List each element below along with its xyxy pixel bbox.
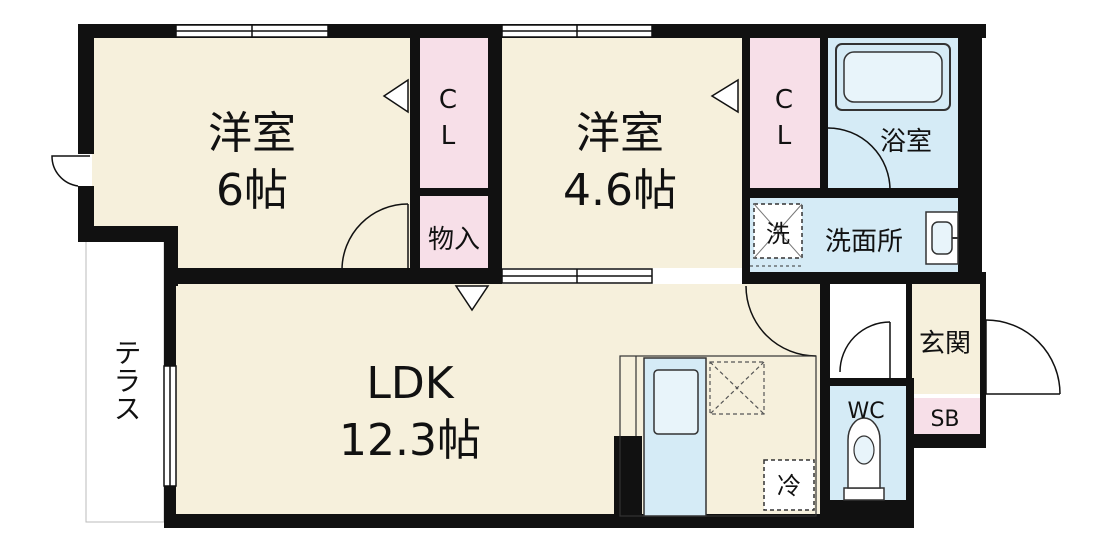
windows: [163, 24, 653, 487]
closet-a-c: C: [439, 85, 457, 115]
entrance-label: 玄関: [919, 329, 971, 359]
western-room-6-name: 洋室: [208, 108, 296, 159]
toilet-label: WC: [847, 399, 884, 424]
closet-b-floor: [748, 36, 820, 190]
bath-label: 浴室: [880, 127, 932, 157]
ldk-name: LDK: [366, 358, 454, 409]
toilet-icon: [843, 417, 885, 501]
fridge-label: 冷: [777, 472, 801, 500]
entrance-floor: [910, 284, 980, 394]
terrace-floor: [85, 239, 165, 523]
kitchen-counter: [619, 355, 817, 517]
fridge-icon: [763, 459, 815, 511]
shoe-box-floor: [910, 398, 980, 436]
ldk-size: 12.3帖: [339, 415, 481, 466]
storage-label: 物入: [428, 225, 480, 255]
storage-floor: [420, 196, 488, 276]
washer-label: 洗: [766, 220, 790, 248]
closet-markers: [382, 78, 739, 312]
closet-a-l: L: [441, 121, 456, 151]
western-room-4-6-name: 洋室: [576, 108, 664, 159]
western-room-4-6-size: 4.6帖: [563, 165, 677, 216]
western-room-4-6-floor: [500, 36, 742, 268]
closet-b-l: L: [777, 121, 792, 151]
western-room-6-size: 6帖: [216, 165, 288, 216]
washbasin-icon: [925, 211, 959, 265]
bathtub-icon: [835, 43, 951, 111]
washroom-label: 洗面所: [825, 227, 903, 257]
terrace-label: テラス: [110, 338, 143, 422]
doors: [51, 127, 1061, 395]
range-hood-icon: [709, 361, 765, 415]
ldk-floor: [176, 284, 824, 516]
closet-b-c: C: [775, 85, 793, 115]
closet-a-floor: [420, 36, 488, 192]
shoe-box-label: SB: [930, 407, 959, 432]
washer-cross: [753, 203, 803, 259]
